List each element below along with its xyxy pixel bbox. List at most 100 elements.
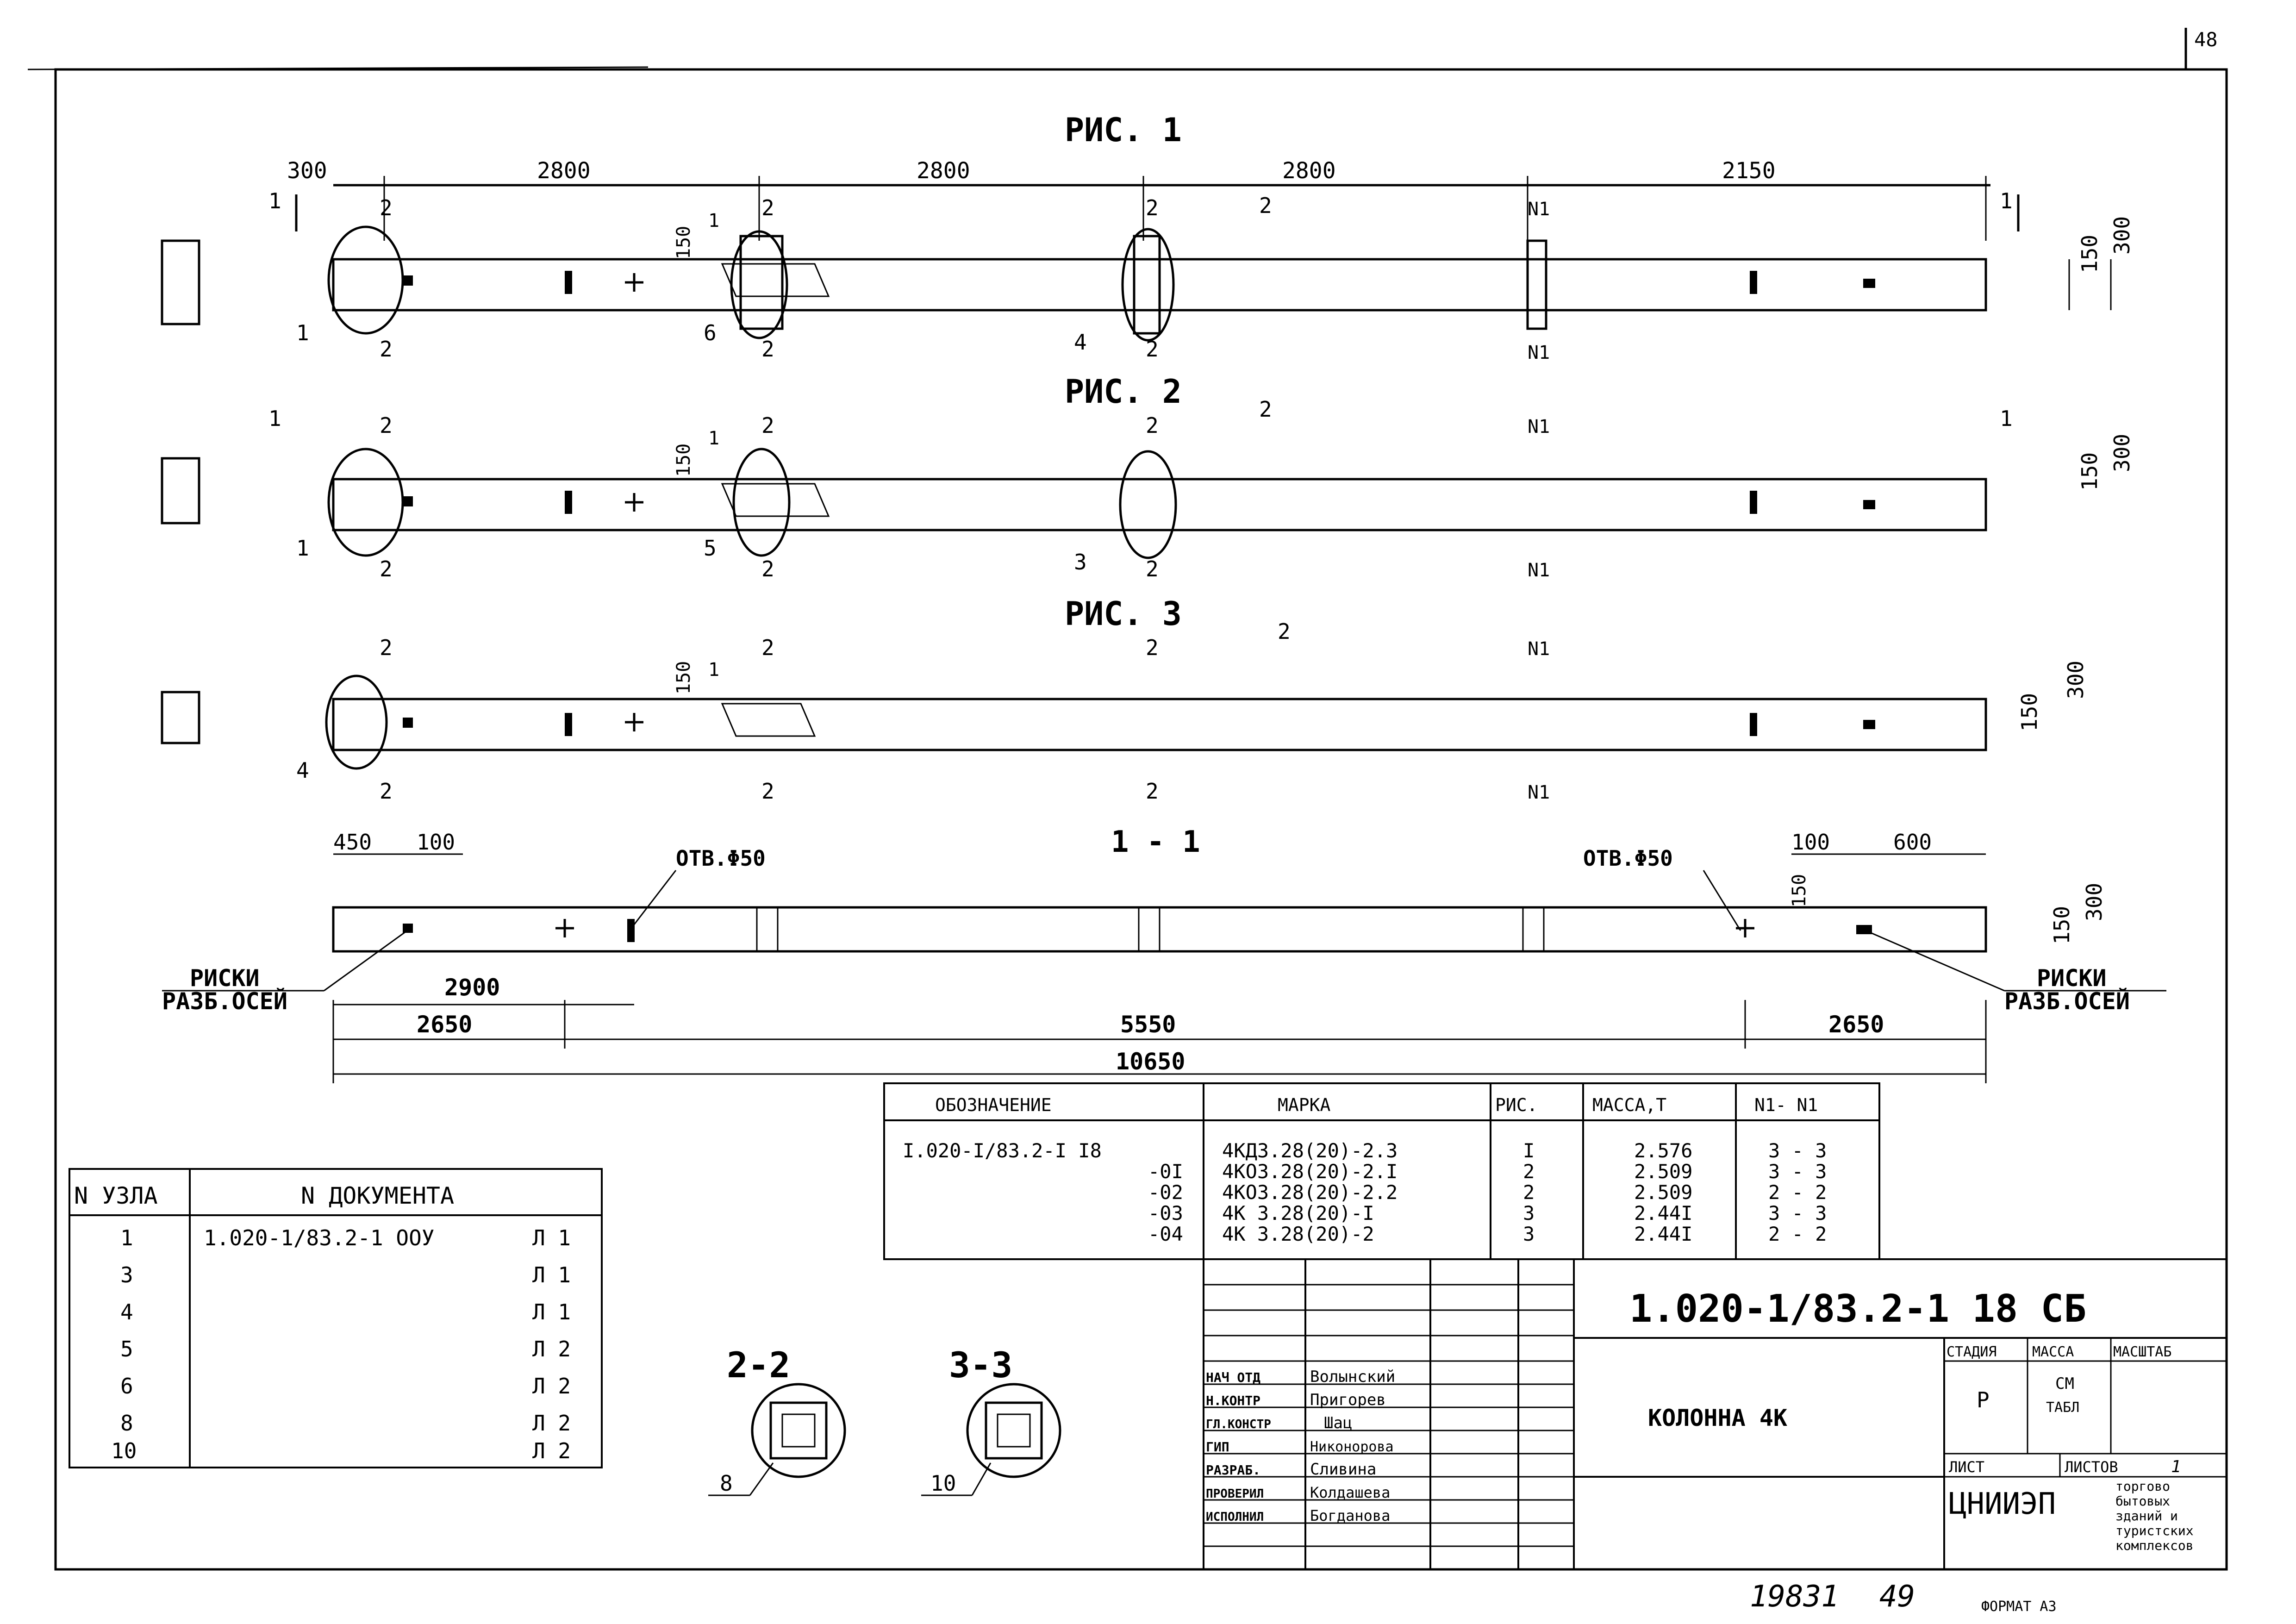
format-label: ФОРМАТ А3 [1981, 1599, 2057, 1615]
spec-cell: 2.44I [1634, 1202, 1692, 1224]
mark-dot [1750, 713, 1757, 736]
section-3-3-square [985, 1401, 1043, 1460]
sheets-value: 1 [2171, 1457, 2181, 1476]
mark-dot [1750, 271, 1757, 294]
spec-cell: 3 - 3 [1768, 1139, 1827, 1162]
node-8-leader [749, 1462, 774, 1496]
node-num: 1 [120, 1225, 133, 1250]
dim-5550: 5550 [1120, 1011, 1176, 1038]
sign-role: НАЧ ОТД [1206, 1370, 1260, 1385]
bracket-hatch [721, 483, 830, 517]
dim-300-fig1: 300 [287, 158, 327, 184]
cut-2-c-bottom: 2 [1146, 779, 1159, 804]
scale-label: МАСШТАБ [2113, 1344, 2171, 1360]
sheets-label: ЛИСТОВ [2065, 1458, 2118, 1476]
spec-cell: 2.44I [1634, 1223, 1692, 1245]
spec-cell: I.020-I/83.2-I I8 [903, 1139, 1102, 1162]
joint [1138, 906, 1160, 952]
cut-2-a-bottom: 2 [380, 556, 393, 581]
pos-2-fig2: 2 [1259, 397, 1272, 422]
mark-dot [403, 275, 413, 286]
sign-name: Пригорев [1310, 1391, 1386, 1409]
drawing-title: КОЛОННА 4К [1648, 1405, 1787, 1431]
node-num: 6 [120, 1374, 133, 1399]
marks-leader [1865, 930, 2005, 992]
spec-header-mark: МАРКА [1278, 1095, 1331, 1115]
marks-left-line2: РАЗБ.ОСЕЙ [162, 987, 287, 1015]
node-sheet: Л 2 [532, 1411, 571, 1436]
section-1-1: 1 - 1 450 100 100 600 ОТВ.Φ50 ОТВ.Φ50 15… [162, 825, 2166, 1083]
mark-dot [627, 919, 635, 942]
fig3-cross-section [161, 691, 200, 744]
sign-name: Волынский [1310, 1368, 1395, 1386]
console-2 [1133, 235, 1161, 335]
mass-label: МАССА [2032, 1344, 2074, 1360]
cut-2-b: 2 [761, 195, 774, 220]
mark-dot [565, 491, 572, 514]
org-desc: торгово [2115, 1479, 2170, 1494]
spec-header-designation: ОБОЗНАЧЕНИЕ [935, 1095, 1052, 1115]
node-3-callout [1119, 450, 1177, 559]
marks-left-line1: РИСКИ [190, 965, 260, 992]
node-num: 5 [120, 1337, 133, 1362]
spec-cell: 4КО3.28(20)-2.2 [1222, 1181, 1398, 1204]
cut-n1: N1 [1528, 199, 1550, 220]
mark-dot [1863, 279, 1875, 288]
pos-2-fig1: 2 [1259, 193, 1272, 218]
sign-role: РАЗРАБ. [1206, 1462, 1260, 1478]
fig2-column: 150 150 300 1 1 2 2 2 2 2 2 N1 N1 2 1 1 … [161, 397, 2134, 581]
spec-cell: 3 - 3 [1768, 1202, 1827, 1224]
cut-n1-bottom: N1 [1528, 560, 1550, 581]
pos-1-fig2: 1 [296, 536, 309, 561]
dim-150-side: 150 [2077, 452, 2102, 491]
sign-name: Сливина [1310, 1460, 1376, 1479]
section-2-2-square [769, 1401, 828, 1460]
spec-cell: 4КО3.28(20)-2.I [1222, 1160, 1398, 1183]
cut-1-right: 1 [2000, 406, 2013, 431]
mark-dot [1863, 720, 1875, 729]
section-3-3: 3-3 10 [921, 1344, 1061, 1496]
stage-label: СТАДИЯ [1947, 1344, 1997, 1360]
cut-2-b-bottom: 2 [761, 779, 774, 804]
sign-name: Никонорова [1310, 1439, 1394, 1455]
column-body [332, 698, 1987, 751]
dim-150-side: 150 [2017, 693, 2042, 731]
joint [1522, 906, 1545, 952]
node-sheet: Л 2 [532, 1438, 571, 1463]
cut-1-right: 1 [2000, 188, 2013, 213]
section-2-2: 2-2 8 [708, 1344, 846, 1496]
spec-cell: 2 - 2 [1768, 1181, 1827, 1204]
node-num: 3 [120, 1262, 133, 1287]
spec-cell: 2 [1523, 1181, 1535, 1204]
section-3-3-circle [966, 1383, 1061, 1478]
title-block: НАЧ ОТД Волынский Н.КОНТР Пригорев ГЛ.КО… [1203, 1258, 2227, 1570]
dim-150-section: 150 [2049, 906, 2074, 944]
dim-150-hole: 150 [1789, 874, 1810, 907]
hole-label-left: ОТВ.Φ50 [676, 846, 766, 871]
hole-label-right: ОТВ.Φ50 [1583, 846, 1673, 871]
spec-cell: -0I [1148, 1160, 1183, 1183]
section-3-3-title: 3-3 [949, 1344, 1012, 1386]
cut-2-a-bottom: 2 [380, 337, 393, 362]
fig2-title: РИС. 2 [1065, 373, 1182, 411]
dim-450: 450 [333, 830, 372, 855]
org-name: ЦНИИЭП [1949, 1487, 2056, 1521]
node-sheet: Л 2 [532, 1374, 571, 1399]
spec-cell: I [1523, 1139, 1535, 1162]
sign-name: Богданова [1310, 1507, 1390, 1524]
console-n1 [1526, 239, 1547, 330]
sign-role: ГИП [1206, 1439, 1229, 1455]
spec-cell: 2.576 [1634, 1139, 1692, 1162]
mark-dot [1750, 491, 1757, 514]
org-desc: зданий и [2115, 1508, 2178, 1524]
cut-2-b-bottom: 2 [761, 556, 774, 581]
spec-cell: -03 [1148, 1202, 1183, 1224]
pos-6-fig1: 6 [704, 320, 717, 345]
sheet-label: ЛИСТ [1949, 1458, 1984, 1476]
title-block-frame [1203, 1258, 2227, 1570]
dim-150: 150 [673, 661, 694, 694]
archive-number: 19831 [1750, 1580, 1839, 1614]
dim-300-section: 300 [2082, 883, 2107, 921]
dim-2650-left: 2650 [417, 1011, 472, 1038]
spec-header-fig: РИС. [1495, 1095, 1538, 1115]
